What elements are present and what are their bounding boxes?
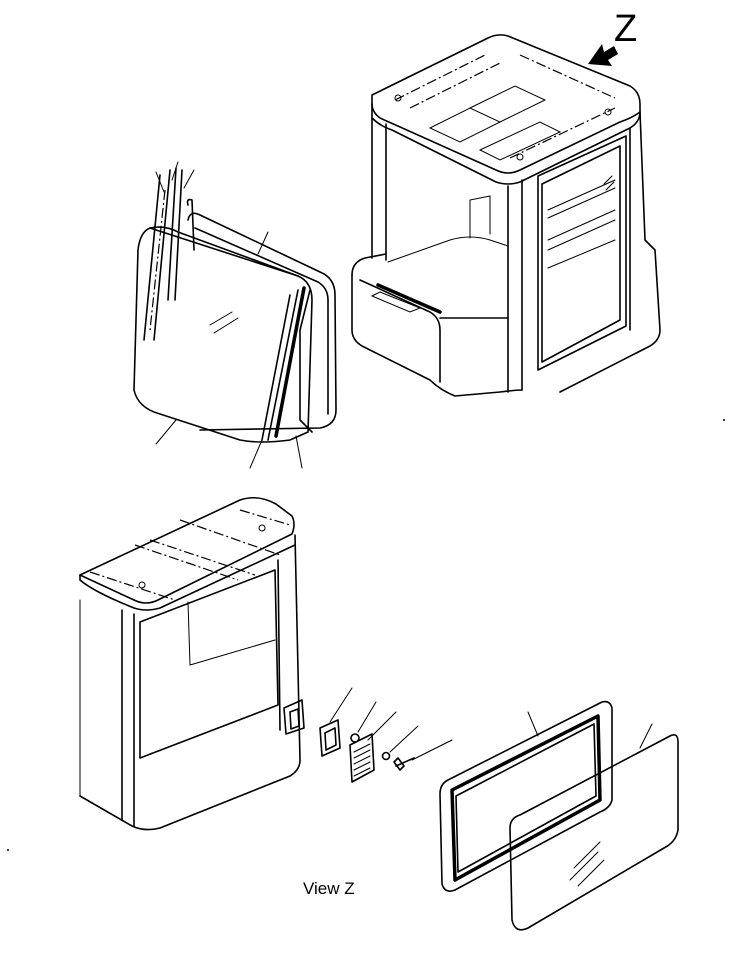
view-z-cab (79, 496, 305, 831)
view-z-letter: Z (614, 8, 638, 50)
vent-parts (319, 687, 453, 783)
view-z-arrow (588, 44, 618, 66)
view-z-caption: View Z (303, 879, 355, 898)
operator-cab-assembly (351, 34, 661, 397)
speck-mark (7, 849, 9, 851)
front-glass-assembly (133, 161, 337, 469)
speck-mark (723, 419, 725, 421)
rear-glass-assembly (439, 700, 679, 931)
